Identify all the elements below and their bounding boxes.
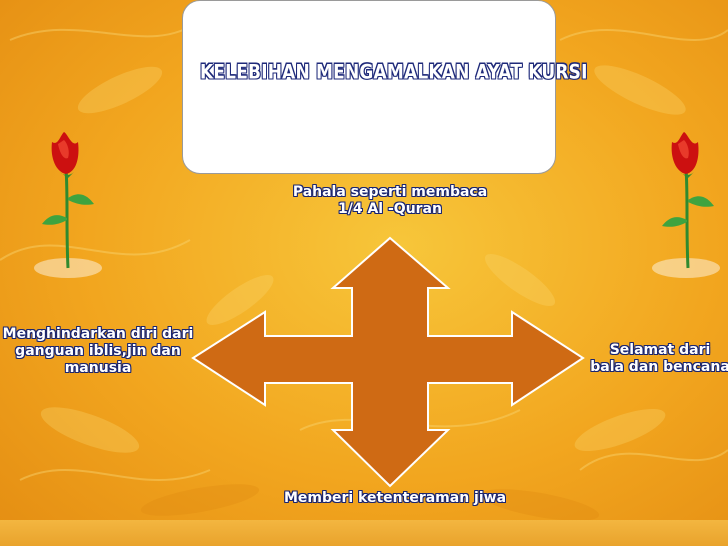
label-top-benefit: Pahala seperti membaca 1/4 Al -Quran: [292, 184, 488, 217]
slide-title: KELEBIHAN MENGAMALKAN AYAT KURSI: [200, 61, 588, 84]
rose-icon: [34, 132, 102, 278]
label-left-benefit: Menghindarkan diri dari ganguan iblis,ji…: [2, 326, 194, 376]
title-box: [182, 0, 556, 174]
bottom-band: [0, 520, 728, 546]
rose-icon: [652, 132, 720, 278]
four-way-arrow: [191, 236, 585, 488]
label-bottom-benefit: Memberi ketenteraman jiwa: [283, 490, 507, 506]
label-right-benefit: Selamat dari bala dan bencana: [590, 342, 728, 375]
